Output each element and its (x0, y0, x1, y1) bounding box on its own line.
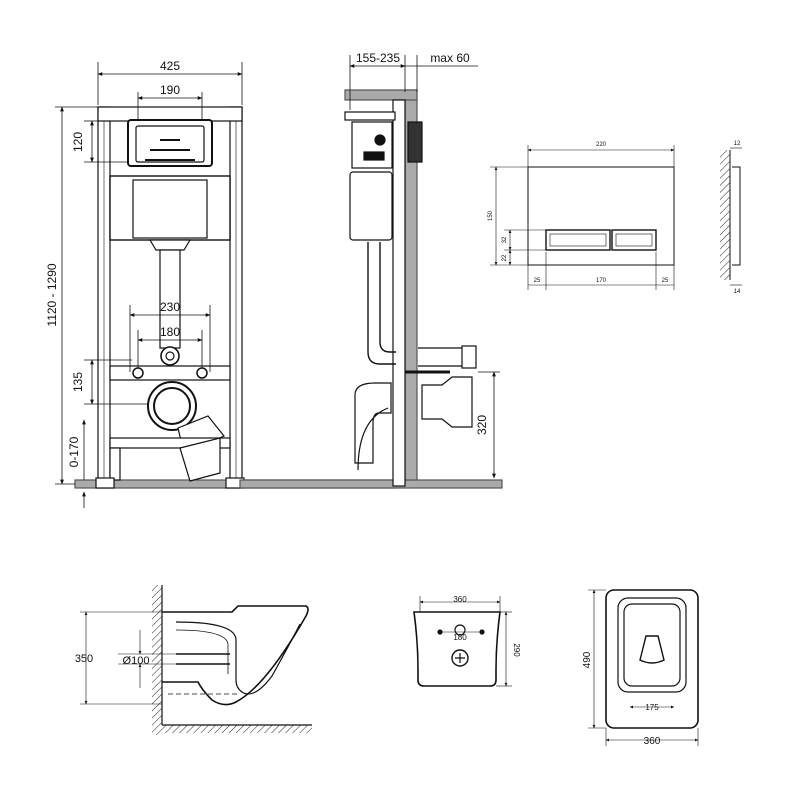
toilet-back-view (413, 596, 512, 687)
floor-side (239, 479, 503, 489)
side-view (239, 55, 503, 489)
dim-thickness-top: 12 (734, 141, 741, 147)
dim-wall-max: max 60 (430, 51, 470, 65)
dim-top-length: 490 (582, 651, 593, 668)
dim-outlet-height: 135 (71, 372, 85, 392)
dim-top-mount: 175 (645, 703, 659, 712)
dim-bolt-outer: 230 (160, 300, 180, 314)
dim-outlet-diameter: Ø100 (123, 655, 150, 667)
toilet-side-view (80, 585, 312, 735)
dim-foot-range: 0-170 (67, 436, 81, 467)
mount-bolt-left (132, 367, 144, 379)
dim-button-height: 32 (502, 236, 508, 243)
mount-bolt-right (196, 367, 208, 379)
dim-plate-width: 220 (596, 142, 607, 148)
flush-plate-side (720, 147, 742, 286)
frame-mid-bar (109, 365, 231, 381)
dim-top-width: 360 (644, 736, 661, 747)
toilet-bowl-side (162, 605, 309, 706)
dim-button-width: 170 (596, 278, 607, 284)
toilet-back-outline (413, 611, 501, 687)
front-view (55, 62, 396, 508)
dim-margin-right: 25 (662, 278, 669, 284)
dim-width-total: 425 (160, 59, 180, 73)
cistern-side (349, 171, 393, 241)
frame-bottom-bar (109, 437, 231, 449)
dim-margin-left: 25 (534, 278, 541, 284)
dim-pipe-height: 320 (475, 415, 489, 435)
dim-thickness-bottom: 14 (734, 289, 741, 295)
dim-width-inner: 190 (160, 83, 180, 97)
toilet-top-view (588, 589, 699, 746)
flush-plate-front (490, 145, 675, 290)
dim-back-bolts: 180 (453, 633, 467, 642)
frame-top-bar (97, 106, 243, 122)
dim-depth-range: 155-235 (356, 51, 400, 65)
dim-plate-height: 150 (488, 210, 494, 221)
dim-bottom-gap: 22 (502, 254, 508, 261)
dim-bolt-inner: 180 (160, 325, 180, 339)
dim-height-range: 1120 - 1290 (45, 263, 59, 326)
dim-back-depth: 290 (512, 643, 521, 657)
dim-height-top: 120 (71, 132, 85, 152)
dim-back-width: 360 (453, 595, 467, 604)
dim-toilet-height: 350 (75, 653, 93, 665)
